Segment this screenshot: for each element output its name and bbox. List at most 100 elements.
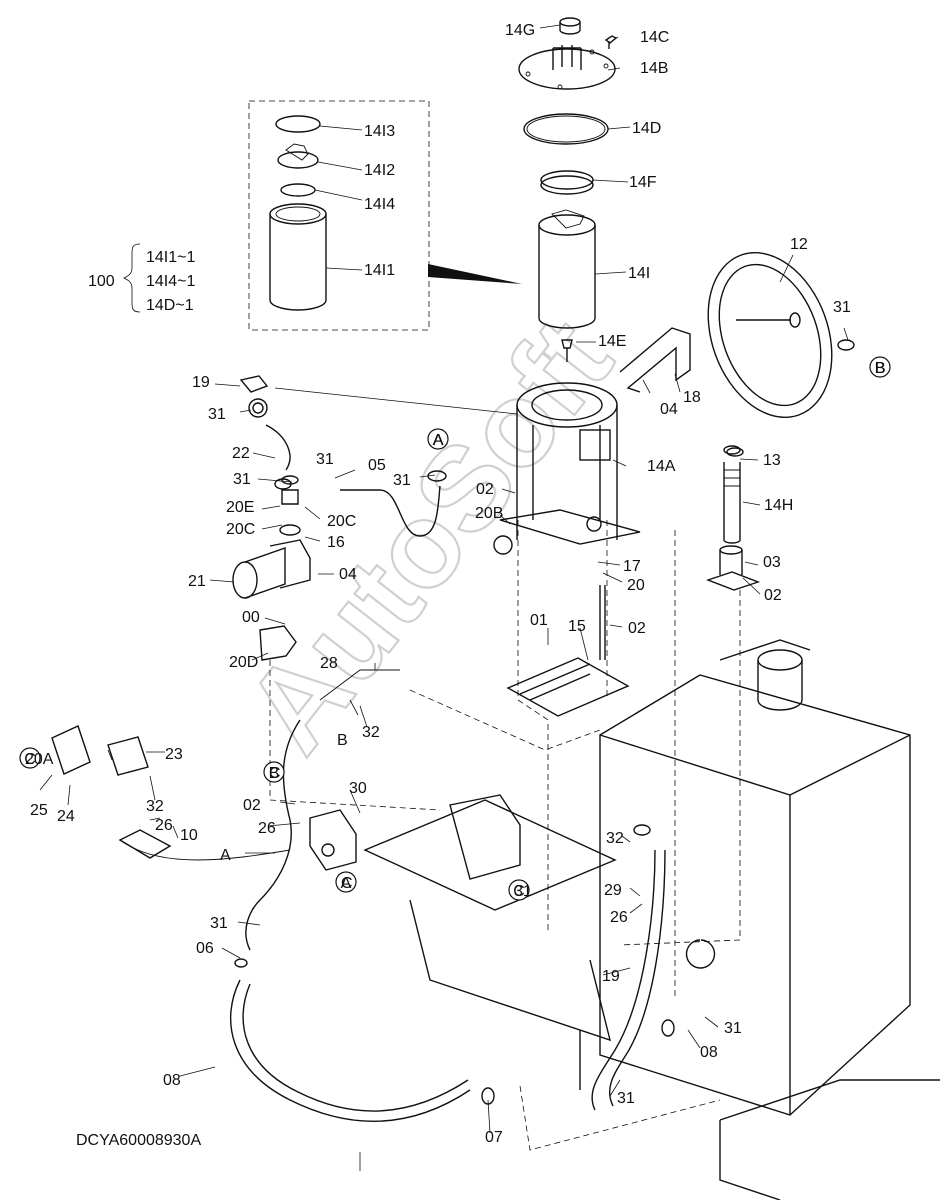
svg-text:B: B (875, 360, 886, 377)
part-label: 24 (57, 808, 75, 825)
part-label: 14I (628, 265, 650, 282)
part-label: 31 (393, 472, 411, 489)
svg-text:C: C (24, 751, 36, 768)
part-label: 26 (258, 820, 276, 837)
part-label: 20C (327, 513, 356, 530)
part-label: 32 (146, 798, 164, 815)
part-label: 16 (327, 534, 345, 551)
part-label: A (433, 432, 444, 449)
part-label: A (220, 847, 231, 864)
part-label: C (269, 765, 281, 782)
part-label: 32 (362, 724, 380, 741)
callout-A-top: A (427, 428, 449, 450)
bracket-18 (619, 327, 691, 393)
callout-B-left: B (263, 761, 285, 783)
part-label: 06 (196, 940, 214, 957)
part-label: 31 (833, 299, 851, 316)
part-label: 14I4 (364, 196, 395, 213)
part-label: 31 (233, 471, 251, 488)
part-label: 14F (629, 174, 657, 191)
part-label: 20D (229, 654, 258, 671)
part-label: 14I1 (364, 262, 395, 279)
watermark: AutoSoft (220, 294, 637, 776)
inset-element-parts (269, 115, 327, 311)
callout-A-bottom: A (335, 871, 357, 893)
svg-text:B: B (269, 765, 280, 782)
part-label: 00 (242, 609, 260, 626)
part-label: 15 (568, 618, 586, 635)
part-label: 25 (30, 802, 48, 819)
callout-B-right: B (869, 356, 891, 378)
part-label: 13 (763, 452, 781, 469)
hose-08-left (229, 979, 471, 1123)
part-label: 31 (514, 883, 532, 900)
part-label: 31 (210, 915, 228, 932)
harness-10 (245, 719, 301, 951)
hose-05 (340, 485, 441, 537)
kit-bracket: 100 14I1~1 14I4~1 14D~1 (88, 243, 195, 314)
kit-item-3: 14D~1 (146, 297, 194, 314)
kit-item-2: 14I4~1 (146, 273, 195, 290)
part-label: 20E (226, 499, 254, 516)
part-label: B (337, 732, 348, 749)
part-label: 04 (660, 401, 678, 418)
part-label: 01 (530, 612, 548, 629)
hose-08-left-inner (242, 983, 469, 1112)
rod-15 (599, 585, 606, 660)
part-label: 18 (683, 389, 701, 406)
valve-30 (309, 809, 357, 871)
part-label: 08 (163, 1072, 181, 1089)
assembly-lines (269, 387, 741, 1151)
part-label: 32 (606, 830, 624, 847)
part-label: 20C (226, 521, 255, 538)
part-label: 28 (320, 655, 338, 672)
callout-C-mid: C (508, 879, 530, 901)
part-label: 14A (647, 458, 676, 475)
part-label: 07 (485, 1129, 503, 1146)
part-label: 04 (339, 566, 357, 583)
hose-coil-12 (707, 251, 833, 419)
filter-housing (493, 382, 641, 555)
part-labels: 14G 14C 14B 14D 14F 14I3 14I2 14I4 14I1 … (25, 22, 886, 1146)
part-label: 29 (604, 882, 622, 899)
part-label: 02 (628, 620, 646, 637)
kit-number: 100 (88, 273, 115, 290)
part-label: 19 (192, 374, 210, 391)
part-label: B (875, 360, 886, 377)
part-label: 14C (640, 29, 669, 46)
part-label: 19 (602, 968, 620, 985)
part-label: 03 (763, 554, 781, 571)
part-label: 17 (623, 558, 641, 575)
part-label: 14D (632, 120, 661, 137)
svg-text:A: A (433, 432, 444, 449)
part-label: 31 (724, 1020, 742, 1037)
part-label: 10 (180, 827, 198, 844)
svg-text:C: C (513, 883, 525, 900)
leader-lines (39, 24, 849, 1171)
part-label: 23 (165, 746, 183, 763)
tank-and-frame (363, 639, 940, 1200)
bracket-00 (506, 657, 630, 717)
part-label: 02 (243, 797, 261, 814)
part-label: 02 (476, 481, 494, 498)
hose-clamps-31 (234, 339, 855, 1105)
part-label: 14E (598, 333, 626, 350)
part-label: 12 (790, 236, 808, 253)
kit-item-1: 14I1~1 (146, 249, 195, 266)
part-label: 26 (155, 817, 173, 834)
part-label: 14G (505, 22, 535, 39)
pump-assembly-20 (232, 375, 311, 661)
part-label: C (341, 875, 353, 892)
part-label: 14B (640, 60, 668, 77)
part-label: 14I3 (364, 123, 395, 140)
part-label: 20A (25, 751, 54, 768)
part-label: 14H (764, 497, 793, 514)
inset-pointer-arrow (428, 264, 522, 284)
callout-C-left: C (19, 747, 41, 769)
part-label: 30 (349, 780, 367, 797)
part-label: 21 (188, 573, 206, 590)
element-detail-inset (248, 100, 430, 331)
part-label: 05 (368, 457, 386, 474)
pipe-13-and-mount-03 (705, 445, 761, 591)
